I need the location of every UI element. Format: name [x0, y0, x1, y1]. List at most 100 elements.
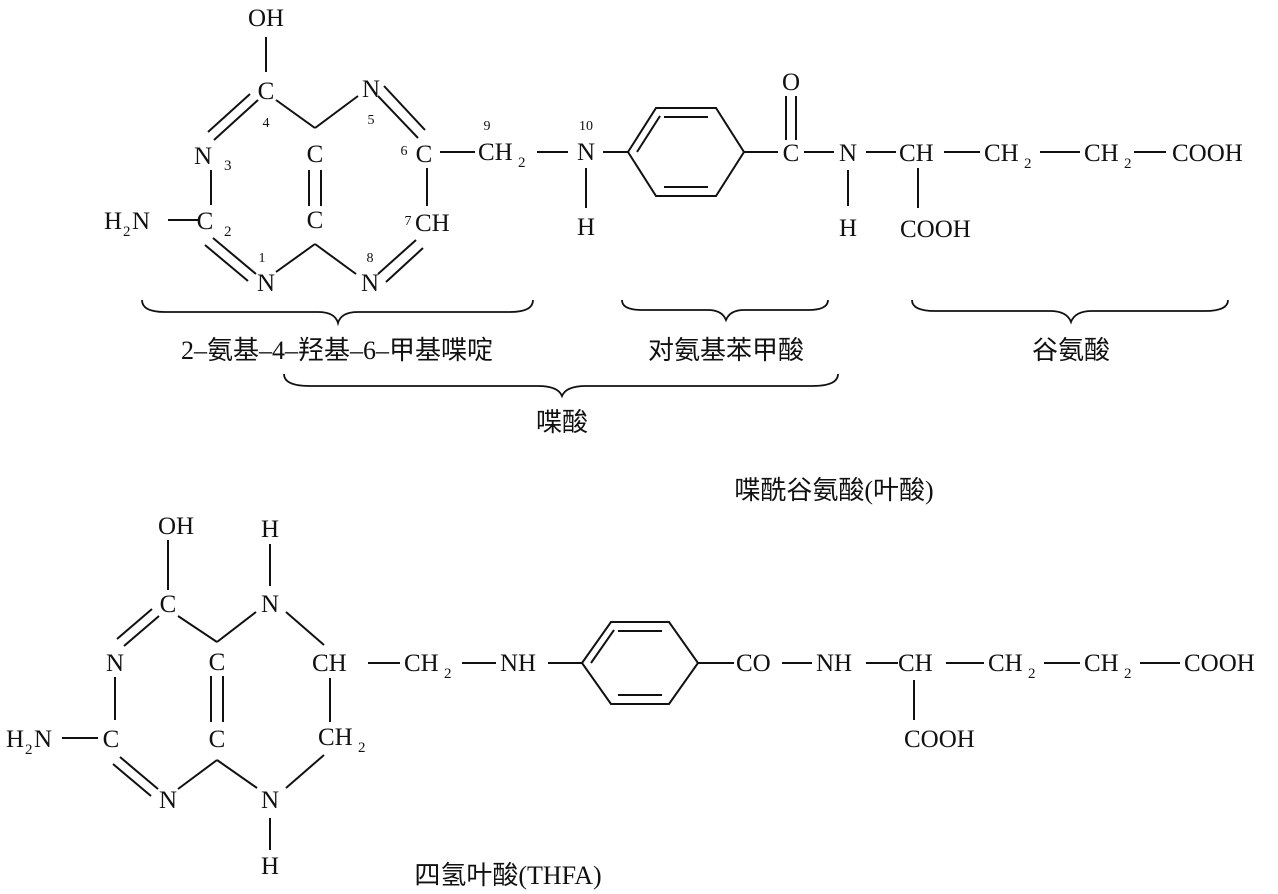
atom-c-upper: C [209, 649, 226, 676]
benzene-ring [626, 107, 746, 197]
subscript-2: 2 [224, 224, 232, 240]
label-paba: 对氨基苯甲酸 [648, 336, 804, 365]
bond [204, 244, 249, 282]
subscript-2: 2 [1028, 666, 1036, 682]
atom-ch2-9: CH [478, 139, 513, 166]
bond [377, 239, 417, 275]
atom-ch2-a: CH [984, 140, 1019, 167]
bond [216, 759, 258, 789]
atom-n1: N [159, 787, 177, 814]
subscript-2: 2 [123, 224, 131, 240]
bond [590, 629, 615, 664]
atom-c4: C [258, 78, 275, 105]
atom-cooh-alpha: COOH [904, 726, 975, 753]
label-pteridine: 2–氨基–4–羟基–6–甲基喋啶 [181, 336, 493, 365]
subscript-2: 2 [1124, 156, 1132, 172]
atom-n3: N [106, 650, 124, 677]
atom-n-amide: N [839, 140, 857, 167]
subscript-2: 2 [1024, 156, 1032, 172]
bond [207, 93, 251, 133]
atom-ch2-b: CH [1084, 650, 1119, 677]
subscript-2: 2 [25, 742, 33, 758]
atom-n5: N [261, 591, 279, 618]
atom-o-carbonyl: O [782, 69, 800, 96]
atom-c-carbonyl: C [783, 140, 800, 167]
bond [385, 247, 424, 283]
position-8: 8 [367, 251, 374, 266]
bond [383, 85, 426, 131]
subscript-2: 2 [358, 740, 366, 756]
atom-n3: N [194, 143, 212, 170]
atom-h-n8: H [261, 853, 279, 880]
atom-h-n5: H [261, 516, 279, 543]
atom-ch7: CH [415, 210, 450, 237]
atom-n-amino: N [34, 726, 52, 753]
label-pteroic-acid: 喋酸 [536, 408, 588, 437]
atom-ch2-7: CH [318, 724, 353, 751]
bond [377, 95, 419, 139]
atom-c4: C [160, 591, 177, 618]
atom-n-amino: N [132, 208, 150, 235]
atom-c2: C [103, 726, 120, 753]
atom-n10: N [577, 139, 595, 166]
brace-pteroic [283, 373, 839, 399]
bond [636, 115, 661, 153]
atom-n1: N [257, 270, 275, 297]
atom-oh: OH [158, 513, 194, 540]
atom-ch-alpha: CH [898, 650, 933, 677]
bond [112, 763, 152, 797]
atom-h-amide: H [839, 215, 857, 242]
bond [275, 243, 316, 273]
atom-c-lower: C [307, 207, 324, 234]
label-folic-acid: 喋酰谷氨酸(叶酸) [734, 476, 933, 505]
position-10: 10 [579, 119, 593, 134]
bond [212, 237, 257, 275]
atom-c-lower: C [209, 726, 226, 753]
atom-h2n: H [104, 208, 122, 235]
subscript-2: 2 [444, 666, 452, 682]
label-glutamate: 谷氨酸 [1032, 336, 1110, 365]
folic-acid-structure: OH C 4 N 5 N 3 C 6 C 9 CH 2 10 N H H 2 N… [104, 5, 1243, 297]
atom-ch2-b: CH [1084, 140, 1119, 167]
bond [177, 759, 218, 790]
position-5: 5 [368, 113, 375, 128]
atom-c-upper: C [307, 141, 324, 168]
atom-n8: N [261, 787, 279, 814]
atom-cooh-alpha: COOH [900, 216, 971, 243]
atom-h2n: H [6, 726, 24, 753]
atom-c2: C [197, 208, 214, 235]
subscript-2: 2 [1124, 666, 1132, 682]
bond [213, 99, 259, 141]
bond [314, 95, 359, 129]
subscript-3: 3 [224, 158, 232, 174]
bond [123, 615, 160, 647]
atom-ch2-a: CH [988, 650, 1023, 677]
bond [119, 756, 159, 790]
benzene-ring [580, 621, 700, 705]
bond [216, 611, 257, 643]
bond [177, 615, 218, 643]
position-1: 1 [259, 251, 266, 266]
brace-glutamate [911, 299, 1229, 325]
atom-n5: N [362, 76, 380, 103]
atom-nh: NH [500, 650, 536, 677]
group-braces [141, 299, 1229, 399]
position-6: 6 [401, 144, 408, 159]
atom-cooh-end: COOH [1184, 650, 1255, 677]
position-9: 9 [484, 119, 491, 134]
position-7: 7 [405, 214, 412, 229]
atom-co: CO [736, 650, 771, 677]
bond [285, 754, 325, 789]
bond [314, 243, 357, 275]
position-4: 4 [263, 116, 270, 131]
atom-oh: OH [248, 5, 284, 32]
atom-ch-alpha: CH [899, 140, 934, 167]
bond [285, 611, 325, 646]
atom-h-n10: H [577, 214, 595, 241]
bond [275, 99, 316, 129]
atom-c6: C [416, 141, 433, 168]
atom-nh-amide: NH [816, 650, 852, 677]
subscript-2: 2 [518, 155, 526, 171]
